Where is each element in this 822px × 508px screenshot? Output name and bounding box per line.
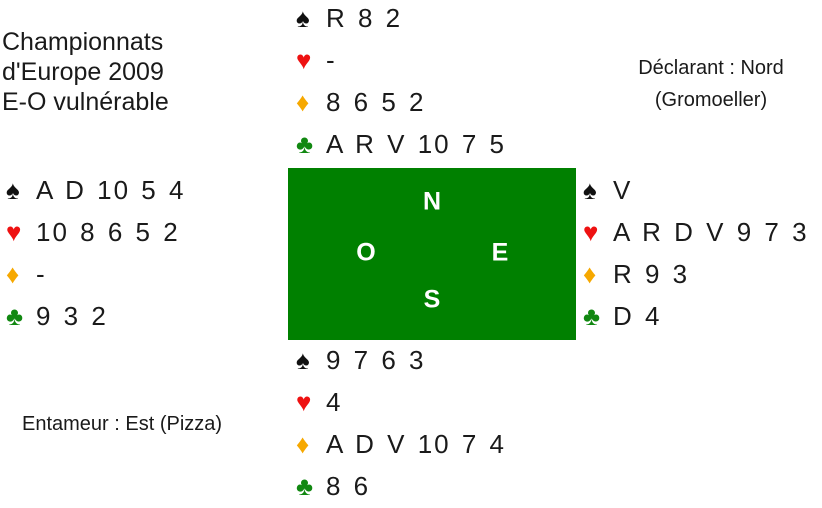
declarer-label: Déclarant : Nord xyxy=(638,57,784,79)
hand-south: ♠9 7 6 3♥4♦A D V 10 7 4♣8 6 xyxy=(296,339,506,507)
cards: - xyxy=(36,259,47,289)
heart-icon: ♥ xyxy=(583,217,599,247)
spade-holding: ♠ A D 10 5 4 xyxy=(6,169,185,211)
cards: 9 3 2 xyxy=(36,301,108,331)
club-holding: ♣ A R V 10 7 5 xyxy=(296,123,506,165)
diamond-holding: ♦ A D V 10 7 4 xyxy=(296,423,506,465)
direction-east: E xyxy=(491,238,509,267)
hand-east: ♠V♥A R D V 9 7 3♦R 9 3♣D 4 xyxy=(583,169,809,337)
club-holding: ♣ 8 6 xyxy=(296,465,506,507)
cards: A D 10 5 4 xyxy=(36,175,186,205)
cards: R 8 2 xyxy=(326,3,403,33)
spade-icon: ♠ xyxy=(296,345,310,375)
cards: 10 8 6 5 2 xyxy=(36,217,180,247)
diamond-icon: ♦ xyxy=(296,87,310,117)
hand-west: ♠A D 10 5 4♥10 8 6 5 2♦-♣9 3 2 xyxy=(6,169,185,337)
diamond-icon: ♦ xyxy=(6,259,20,289)
cards: 8 6 5 2 xyxy=(326,87,426,117)
club-icon: ♣ xyxy=(583,301,601,331)
title-line: Championnats xyxy=(2,28,164,56)
cards: A R D V 9 7 3 xyxy=(613,217,809,247)
diamond-icon: ♦ xyxy=(583,259,597,289)
heart-holding: ♥ 10 8 6 5 2 xyxy=(6,211,185,253)
cards: V xyxy=(613,175,633,205)
heart-holding: ♥- xyxy=(296,39,506,81)
heart-holding: ♥4 xyxy=(296,381,506,423)
event-title: Championnats d'Europe 2009 E-O vulnérabl… xyxy=(2,27,169,117)
direction-north: N xyxy=(422,187,442,216)
heart-holding: ♥ A R D V 9 7 3 xyxy=(583,211,809,253)
heart-icon: ♥ xyxy=(296,387,312,417)
declarer-info: Déclarant : Nord (Gromoeller) xyxy=(620,52,802,116)
direction-south: S xyxy=(423,285,441,314)
club-icon: ♣ xyxy=(296,471,314,501)
opening-lead-info: Entameur : Est (Pizza) xyxy=(22,413,223,435)
bridge-table: N O E S xyxy=(288,168,576,340)
spade-icon: ♠ xyxy=(583,175,597,205)
cards: 9 7 6 3 xyxy=(326,345,426,375)
club-icon: ♣ xyxy=(296,129,314,159)
heart-icon: ♥ xyxy=(296,45,312,75)
club-holding: ♣ 9 3 2 xyxy=(6,295,185,337)
spade-icon: ♠ xyxy=(296,3,310,33)
cards: D 4 xyxy=(613,301,662,331)
cards: - xyxy=(326,45,337,75)
spade-holding: ♠ 9 7 6 3 xyxy=(296,339,506,381)
cards: 4 xyxy=(326,387,343,417)
title-line: E-O vulnérable xyxy=(2,88,169,116)
cards: R 9 3 xyxy=(613,259,690,289)
hand-north: ♠R 8 2♥-♦8 6 5 2♣A R V 10 7 5 xyxy=(296,0,506,165)
spade-holding: ♠ R 8 2 xyxy=(296,0,506,39)
club-holding: ♣ D 4 xyxy=(583,295,809,337)
diamond-holding: ♦ 8 6 5 2 xyxy=(296,81,506,123)
diamond-holding: ♦- xyxy=(6,253,185,295)
spade-holding: ♠V xyxy=(583,169,809,211)
diamond-icon: ♦ xyxy=(296,429,310,459)
cards: A R V 10 7 5 xyxy=(326,129,506,159)
diamond-holding: ♦ R 9 3 xyxy=(583,253,809,295)
cards: 8 6 xyxy=(326,471,371,501)
cards: A D V 10 7 4 xyxy=(326,429,506,459)
heart-icon: ♥ xyxy=(6,217,22,247)
club-icon: ♣ xyxy=(6,301,24,331)
spade-icon: ♠ xyxy=(6,175,20,205)
title-line: d'Europe 2009 xyxy=(2,58,164,86)
direction-west: O xyxy=(356,238,376,267)
declarer-name: (Gromoeller) xyxy=(654,89,768,111)
